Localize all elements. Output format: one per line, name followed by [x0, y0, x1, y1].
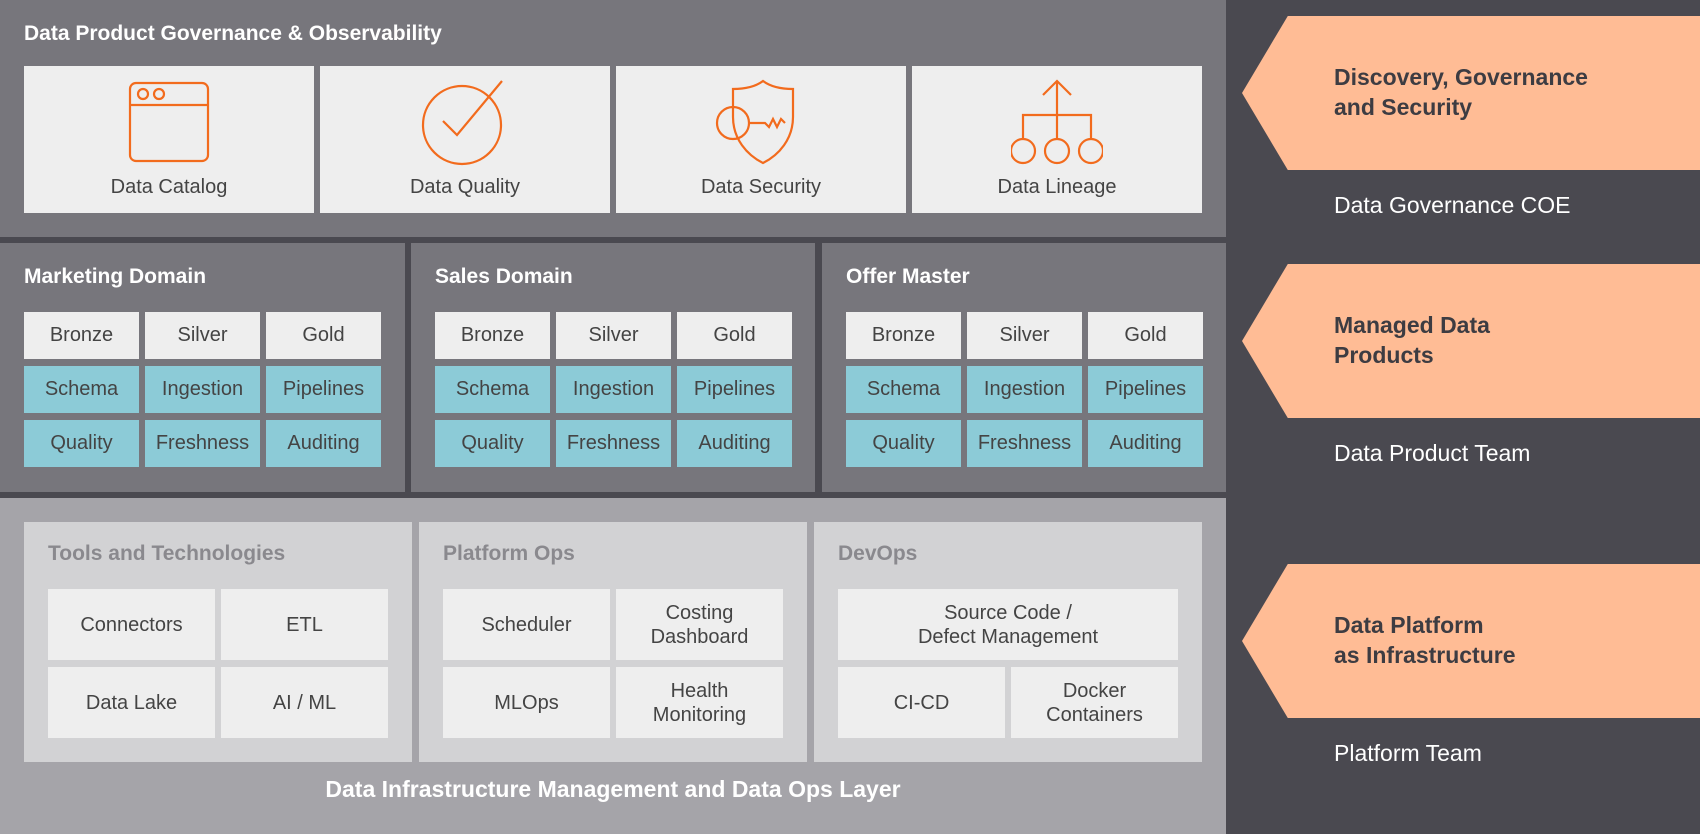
cell-gold: Gold	[677, 312, 792, 359]
domain-title: Sales Domain	[435, 265, 573, 288]
cell-schema: Schema	[24, 366, 139, 413]
domain-grid: Bronze Silver Gold Schema Ingestion Pipe…	[846, 312, 1203, 467]
governance-section: Data Product Governance & Observability …	[0, 0, 1226, 237]
arrow-label: Discovery, Governance and Security	[1334, 64, 1588, 120]
panel-title: DevOps	[838, 542, 918, 565]
source-code-box: Source Code / Defect Management	[838, 589, 1178, 660]
data-lineage-label: Data Lineage	[997, 176, 1117, 198]
cell-freshness: Freshness	[145, 420, 260, 467]
infrastructure-title: Data Infrastructure Management and Data …	[325, 776, 901, 802]
domain-grid: Bronze Silver Gold Schema Ingestion Pipe…	[435, 312, 792, 467]
cell-quality: Quality	[435, 420, 550, 467]
cell-pipelines: Pipelines	[1088, 366, 1203, 413]
cell-quality: Quality	[24, 420, 139, 467]
data-catalog-card: Data Catalog	[24, 66, 314, 213]
ai-ml-box: AI / ML	[221, 667, 388, 738]
check-circle-icon	[320, 74, 610, 170]
domain-grid: Bronze Silver Gold Schema Ingestion Pipe…	[24, 312, 381, 467]
cell-schema: Schema	[846, 366, 961, 413]
cell-gold: Gold	[1088, 312, 1203, 359]
cell-silver: Silver	[556, 312, 671, 359]
platform-ops-panel: Platform Ops Scheduler Costing Dashboard…	[419, 522, 807, 762]
cell-quality: Quality	[846, 420, 961, 467]
connectors-box: Connectors	[48, 589, 215, 660]
cell-freshness: Freshness	[556, 420, 671, 467]
browser-window-icon	[24, 74, 314, 170]
data-security-card: Data Security	[616, 66, 906, 213]
arrow-label: Data Platform as Infrastructure	[1334, 612, 1516, 668]
etl-box: ETL	[221, 589, 388, 660]
domain-title: Offer Master	[846, 265, 970, 288]
marketing-domain-panel: Marketing Domain Bronze Silver Gold Sche…	[0, 243, 405, 492]
cell-auditing: Auditing	[677, 420, 792, 467]
shield-key-icon	[616, 74, 906, 170]
arrow-label: Managed Data Products	[1334, 312, 1490, 368]
cell-auditing: Auditing	[266, 420, 381, 467]
data-products-layer-arrow: Managed Data Products	[1242, 264, 1700, 418]
cell-bronze: Bronze	[846, 312, 961, 359]
docker-containers-box: Docker Containers	[1011, 667, 1178, 738]
health-monitoring-box: Health Monitoring	[616, 667, 783, 738]
product-team-label: Data Product Team	[1334, 440, 1531, 466]
data-catalog-label: Data Catalog	[110, 176, 228, 198]
devops-panel: DevOps Source Code / Defect Management C…	[814, 522, 1202, 762]
domain-title: Marketing Domain	[24, 265, 207, 288]
platform-team-label: Platform Team	[1334, 740, 1482, 766]
cell-ingestion: Ingestion	[145, 366, 260, 413]
governance-title: Data Product Governance & Observability	[24, 22, 442, 45]
cell-ingestion: Ingestion	[556, 366, 671, 413]
data-lake-box: Data Lake	[48, 667, 215, 738]
cell-auditing: Auditing	[1088, 420, 1203, 467]
cell-pipelines: Pipelines	[266, 366, 381, 413]
ci-cd-box: CI-CD	[838, 667, 1005, 738]
panel-title: Tools and Technologies	[48, 542, 286, 565]
cell-pipelines: Pipelines	[677, 366, 792, 413]
tools-technologies-panel: Tools and Technologies Connectors ETL Da…	[24, 522, 412, 762]
hierarchy-tree-icon	[912, 74, 1202, 170]
cell-bronze: Bronze	[24, 312, 139, 359]
governance-layer-arrow: Discovery, Governance and Security	[1242, 16, 1700, 170]
cell-freshness: Freshness	[967, 420, 1082, 467]
platform-layer-arrow: Data Platform as Infrastructure	[1242, 564, 1700, 718]
sales-domain-panel: Sales Domain Bronze Silver Gold Schema I…	[411, 243, 815, 492]
offer-master-panel: Offer Master Bronze Silver Gold Schema I…	[822, 243, 1226, 492]
cell-schema: Schema	[435, 366, 550, 413]
cell-silver: Silver	[145, 312, 260, 359]
scheduler-box: Scheduler	[443, 589, 610, 660]
data-quality-card: Data Quality	[320, 66, 610, 213]
data-lineage-card: Data Lineage	[912, 66, 1202, 213]
panel-title: Platform Ops	[443, 542, 575, 565]
cell-ingestion: Ingestion	[967, 366, 1082, 413]
cell-silver: Silver	[967, 312, 1082, 359]
mlops-box: MLOps	[443, 667, 610, 738]
cell-bronze: Bronze	[435, 312, 550, 359]
governance-team-label: Data Governance COE	[1334, 192, 1571, 218]
cell-gold: Gold	[266, 312, 381, 359]
costing-dashboard-box: Costing Dashboard	[616, 589, 783, 660]
data-security-label: Data Security	[700, 176, 822, 198]
data-quality-label: Data Quality	[409, 176, 521, 198]
infrastructure-section: Tools and Technologies Connectors ETL Da…	[0, 498, 1226, 834]
